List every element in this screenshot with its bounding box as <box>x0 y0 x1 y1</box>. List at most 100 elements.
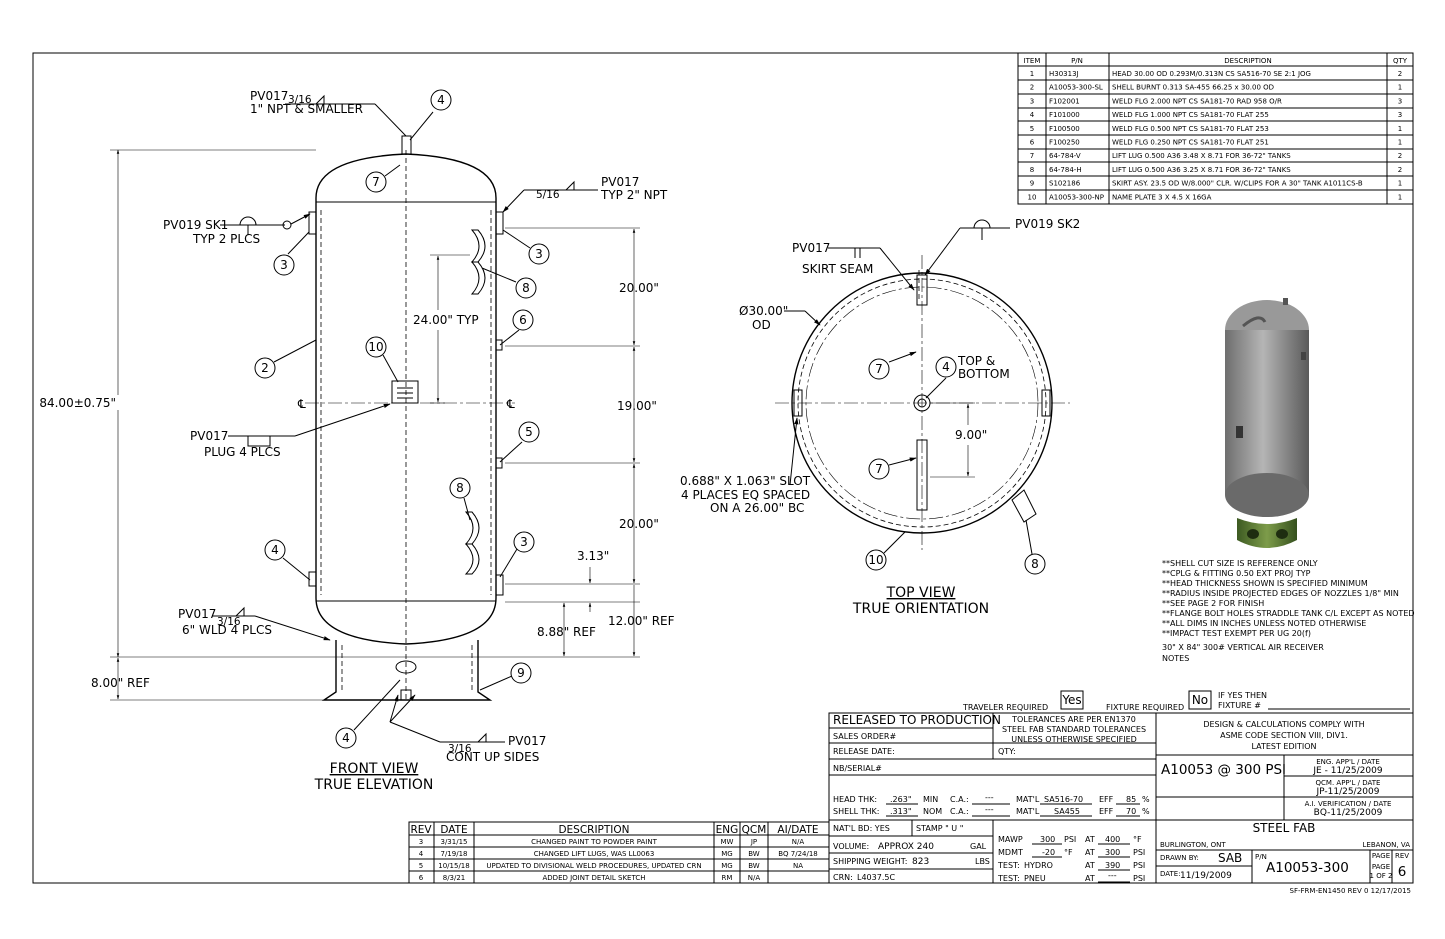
balloon-2: 2 <box>261 361 269 375</box>
slot-note-3: ON A 26.00" BC <box>710 501 804 515</box>
bom-description: SHELL BURNT 0.313 SA-455 66.25 x 30.00 O… <box>1112 84 1274 92</box>
page-label-2: PAGE <box>1372 863 1390 871</box>
top-balloons: 7 4 7 10 8 <box>865 351 1046 575</box>
weld-note-sk1: TYP 2 PLCS <box>192 232 260 246</box>
general-notes: **SHELL CUT SIZE IS REFERENCE ONLY**CPLG… <box>1162 559 1415 663</box>
pn-label: P/N <box>1255 853 1267 861</box>
weld-size-right: 5/16 <box>536 189 560 201</box>
ca-label-2: C.A.: <box>950 807 969 816</box>
bom-quantity: 2 <box>1398 70 1402 78</box>
ai-verification-label: A.I. VERIFICATION / DATE <box>1305 800 1392 808</box>
bom-item-number: 6 <box>1030 139 1035 147</box>
eff-value-1: 85 <box>1126 795 1136 804</box>
bom-part-number: A10053-300-NP <box>1049 193 1104 201</box>
mawp-at: AT <box>1085 835 1095 844</box>
balloon-3-right-upper: 3 <box>535 247 543 261</box>
rev-header-rev: REV <box>410 824 432 836</box>
note-line: **HEAD THICKNESS SHOWN IS SPECIFIED MINI… <box>1162 579 1368 588</box>
rev-number: 6 <box>419 874 424 882</box>
weld-ref-top: PV017 <box>250 89 288 103</box>
lift-lug-bottom <box>916 439 928 511</box>
design-line-2: ASME CODE SECTION VIII, DIV1. <box>1220 731 1348 740</box>
sales-order-label: SALES ORDER# <box>833 732 896 741</box>
rev-number: 5 <box>419 862 423 870</box>
rev-date: 8/3/21 <box>443 874 466 882</box>
bom-header-item: ITEM <box>1024 57 1041 65</box>
rev-number: 4 <box>419 850 424 858</box>
rev-qcm: JP <box>750 838 757 846</box>
shipping-unit: LBS <box>975 857 990 866</box>
dim-lug-offset: 9.00" <box>955 428 987 442</box>
weld-ref-right: PV017 <box>601 175 639 189</box>
bom-part-number: 64-784-H <box>1049 166 1082 174</box>
tolerance-line-2: STEEL FAB STANDARD TOLERANCES <box>1002 725 1146 734</box>
slot-right <box>1041 389 1051 417</box>
slot-note-2: 4 PLACES EQ SPACED <box>681 488 810 502</box>
dim-overall-height: 84.00±0.75" <box>39 396 116 410</box>
weld-note-cont: CONT UP SIDES <box>446 750 539 764</box>
nameplate <box>391 380 419 404</box>
test2-pressure: --- <box>1108 871 1117 880</box>
natl-bd: NAT'L BD: YES <box>833 824 890 833</box>
centerline-symbol-left: ℄ <box>297 397 306 411</box>
drawn-by-label: DRAWN BY: <box>1160 854 1199 862</box>
eff-label-2: EFF <box>1099 807 1114 816</box>
weld-ref-plug: PV017 <box>190 429 228 443</box>
release-date-label: RELEASE DATE: <box>833 747 895 756</box>
rev-qcm: BW <box>748 850 760 858</box>
balloon-3-left: 3 <box>280 258 288 272</box>
rev-date: 10/15/18 <box>438 862 469 870</box>
rev-header-ai: AI/DATE <box>777 824 818 836</box>
bom-header-pn: P/N <box>1071 57 1083 65</box>
page-of: 1 OF 2 <box>1370 872 1393 880</box>
released-label: RELEASED TO PRODUCTION <box>833 713 1001 727</box>
rev-number: 3 <box>419 838 423 846</box>
balloon-8-lower: 8 <box>456 481 464 495</box>
test1-psi: PSI <box>1133 861 1145 870</box>
bom-item-number: 2 <box>1030 84 1034 92</box>
rev-label-title: REV <box>1395 852 1409 860</box>
centerline-symbol-right: ℄ <box>506 397 515 411</box>
qcm-appl-value: JP-11/25/2009 <box>1315 787 1379 797</box>
dim-middle-spacing: 19.00" <box>617 399 657 413</box>
bom-quantity: 3 <box>1398 111 1402 119</box>
bom-description: WELD FLG 2.000 NPT CS SA181-70 RAD 958 O… <box>1112 97 1282 105</box>
bom-item-number: 5 <box>1030 125 1034 133</box>
bom-item-number: 1 <box>1030 70 1034 78</box>
test1-label: TEST: <box>997 861 1020 870</box>
bom-part-number: H30313J <box>1049 70 1079 78</box>
lift-lug-upper <box>470 229 486 263</box>
page-label: PAGE <box>1372 852 1390 860</box>
crn-label: CRN: <box>833 873 853 882</box>
bom-description: NAME PLATE 3 X 4.5 X 16GA <box>1112 193 1212 201</box>
bom-quantity: 1 <box>1398 139 1402 147</box>
rev-ai-date: NA <box>793 862 803 870</box>
ca-label-1: C.A.: <box>950 795 969 804</box>
eng-appl-value: JE - 11/25/2009 <box>1312 766 1382 776</box>
bottom-drain <box>395 660 417 674</box>
top-view-title: TOP VIEW <box>886 585 956 601</box>
volume-label: VOLUME: <box>833 842 869 851</box>
matl-label-1: MAT'L <box>1016 795 1040 804</box>
rev-ai-date: N/A <box>792 838 805 846</box>
mdmt-value: -20 <box>1042 848 1055 857</box>
note-line: **SEE PAGE 2 FOR FINISH <box>1162 599 1264 608</box>
traveler-value: Yes <box>1061 693 1081 707</box>
mdmt-at: AT <box>1085 848 1095 857</box>
eff-pct-1: % <box>1142 795 1150 804</box>
traveler-row: TRAVELER REQUIRED Yes FIXTURE REQUIRED N… <box>962 690 1410 712</box>
test2-label: TEST: <box>997 874 1020 883</box>
tank-outline <box>315 153 497 645</box>
dim-upper-spacing: 20.00" <box>619 281 659 295</box>
notes-label: NOTES <box>1162 654 1189 663</box>
dim-fitting-offset: 3.13" <box>577 549 609 563</box>
head-thk-label: HEAD THK: <box>833 795 877 804</box>
traveler-label: TRAVELER REQUIRED <box>962 703 1048 712</box>
shipping-label: SHIPPING WEIGHT: <box>833 857 907 866</box>
lift-lug-lower-2 <box>464 543 480 575</box>
drawn-by-value: SAB <box>1218 851 1242 865</box>
